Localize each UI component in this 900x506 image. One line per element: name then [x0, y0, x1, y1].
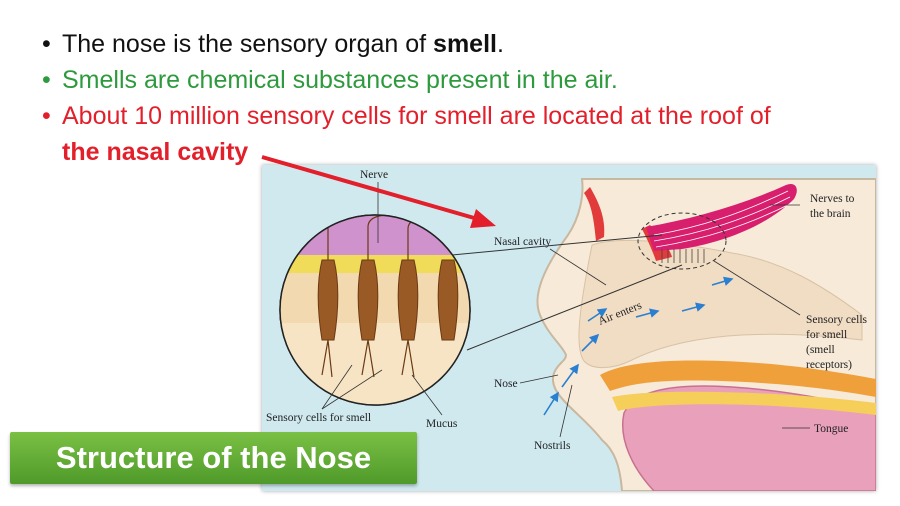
- bullet-list: • The nose is the sensory organ of smell…: [42, 26, 882, 170]
- title-banner: Structure of the Nose: [10, 432, 417, 484]
- nose-diagram-svg: Nerve Nasal cavity Air enters Nose Nostr…: [266, 169, 876, 491]
- label-mucus: Mucus: [426, 418, 458, 430]
- label-receptors-2: for smell: [806, 329, 847, 341]
- label-nerves-to: Nerves to: [810, 193, 855, 205]
- air-flow-arrows: [543, 276, 734, 416]
- bullet-smell-organ: • The nose is the sensory organ of smell…: [42, 30, 504, 58]
- receptor-zone-highlight: [637, 212, 727, 270]
- olfactory-nerve: [646, 183, 797, 251]
- label-receptors-1: Sensory cells: [806, 314, 868, 326]
- label-nose: Nose: [494, 378, 518, 390]
- banner-title: Structure of the Nose: [55, 440, 372, 475]
- palate-orange: [600, 360, 876, 397]
- label-nasal-cavity: Nasal cavity: [494, 236, 551, 248]
- bullet-chemical-substances: • Smells are chemical substances present…: [42, 66, 618, 94]
- label-the-brain: the brain: [810, 208, 851, 220]
- label-receptors-3: (smell: [806, 344, 835, 356]
- nasal-cavity-shape: [578, 239, 863, 369]
- bullet-sensory-cells: • About 10 million sensory cells for sme…: [42, 102, 771, 130]
- label-nerve: Nerve: [360, 169, 388, 181]
- teeth-yellow: [612, 391, 876, 415]
- label-nostrils: Nostrils: [534, 440, 571, 452]
- label-receptors-4: receptors): [806, 359, 852, 371]
- label-tongue: Tongue: [814, 423, 848, 435]
- bullet-continuation: the nasal cavity: [62, 138, 249, 166]
- bone-red-upper: [584, 187, 605, 241]
- label-sensory-cells: Sensory cells for smell: [266, 412, 371, 424]
